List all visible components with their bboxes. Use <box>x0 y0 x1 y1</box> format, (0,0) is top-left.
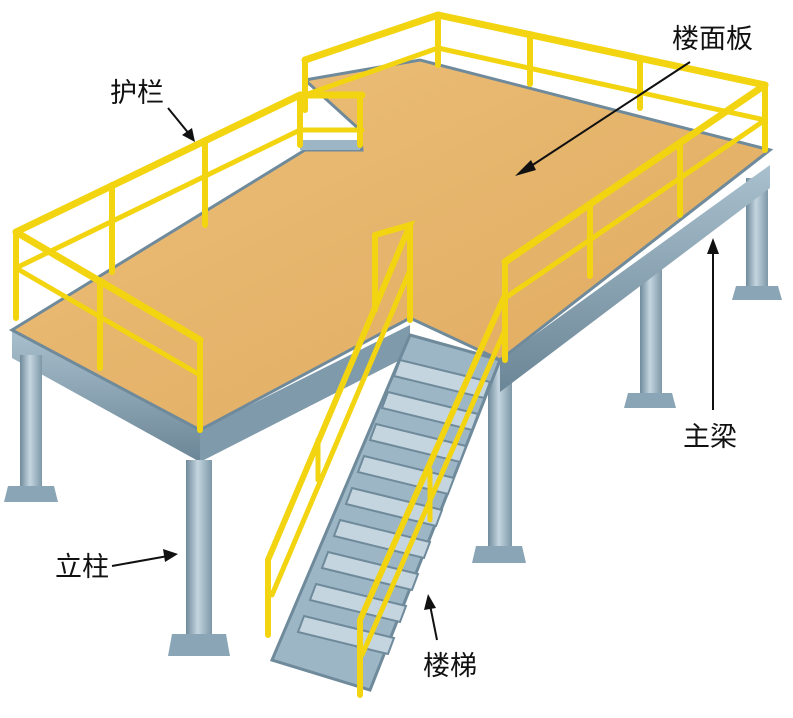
stair-handrail-left <box>265 220 416 638</box>
stairs <box>265 220 508 698</box>
arrow-column <box>111 555 169 567</box>
columns-back <box>472 178 782 563</box>
column-base-mid-center <box>472 546 526 563</box>
column-base-front-left <box>4 486 58 502</box>
guardrail-left-top <box>12 228 204 344</box>
beam-front-left <box>12 330 200 462</box>
guardrail-posts <box>13 12 768 433</box>
label-guardrail: 护栏 <box>110 78 164 109</box>
stair-handrail-right <box>357 259 508 698</box>
label-column: 立柱 <box>55 552 109 583</box>
column-base-front-center <box>168 634 230 656</box>
label-main-beam: 主梁 <box>683 422 737 453</box>
column-back-right <box>746 178 768 288</box>
stair-handrails <box>265 220 508 698</box>
columns-front <box>4 355 230 656</box>
column-base-back-right <box>732 286 782 300</box>
arrow-stairs <box>429 604 438 641</box>
beam-right <box>500 165 770 392</box>
floor-notch-ledge <box>300 140 360 150</box>
arrow-guardrail <box>167 107 191 136</box>
column-mid-right <box>640 265 662 395</box>
guardrail-right-mid <box>502 117 768 301</box>
beam-front-center <box>200 325 410 462</box>
guardrail-left-mid <box>13 265 203 378</box>
annotations <box>111 61 719 641</box>
guardrail-right-top <box>501 81 769 266</box>
column-front-left <box>20 355 42 490</box>
column-base-mid-right <box>624 393 676 408</box>
guardrail <box>12 11 769 433</box>
label-floor-plate: 楼面板 <box>672 24 753 55</box>
column-front-center <box>186 460 212 638</box>
arrow-floor-plate <box>524 61 691 171</box>
label-stairs: 楼梯 <box>423 651 477 682</box>
